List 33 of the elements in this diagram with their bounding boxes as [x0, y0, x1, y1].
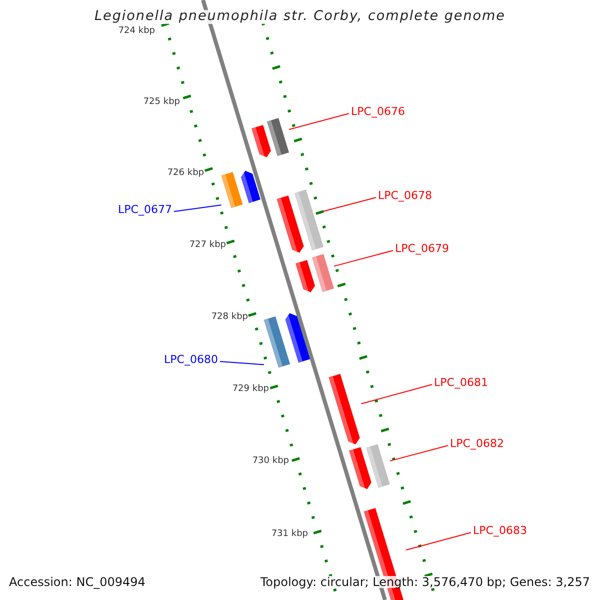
gene-feature: [264, 313, 310, 368]
gene-feature: [328, 374, 360, 444]
gene-feature: [349, 444, 390, 490]
gene-feature: [276, 190, 324, 253]
leader-line: [360, 384, 432, 404]
gene-feature: [252, 118, 289, 158]
gene-feature: [296, 254, 334, 292]
gene-label: LPC_0676: [351, 106, 405, 117]
tick-label: 728 kbp: [211, 313, 248, 322]
leader-line: [389, 445, 448, 462]
leader-line: [323, 197, 376, 212]
leader-line: [219, 361, 264, 366]
tick-label: 727 kbp: [189, 241, 226, 250]
leader-line: [288, 113, 350, 130]
leader-line: [173, 204, 222, 212]
leader-line: [406, 532, 472, 550]
gene-feature: [221, 170, 260, 208]
tick-label: 730 kbp: [252, 457, 289, 466]
leader-line: [334, 250, 394, 267]
gene-label: LPC_0682: [450, 438, 504, 449]
gene-label: LPC_0678: [378, 190, 432, 201]
tick-label: 726 kbp: [167, 169, 204, 178]
gene-label: LPC_0680: [164, 354, 218, 365]
gene-label: LPC_0679: [395, 243, 449, 254]
tick-label: 725 kbp: [143, 98, 180, 107]
gene-label: LPC_0683: [473, 525, 527, 536]
accession-text: Accession: NC_009494: [9, 576, 146, 588]
tick-label: 729 kbp: [232, 385, 269, 394]
tick-label: 724 kbp: [118, 27, 155, 36]
tick-label: 731 kbp: [271, 530, 308, 539]
gene-label: LPC_0681: [434, 377, 488, 388]
gene-label: LPC_0677: [118, 204, 172, 215]
genome-summary: Topology: circular; Length: 3,576,470 bp; Genes: 3,257: [260, 576, 590, 588]
